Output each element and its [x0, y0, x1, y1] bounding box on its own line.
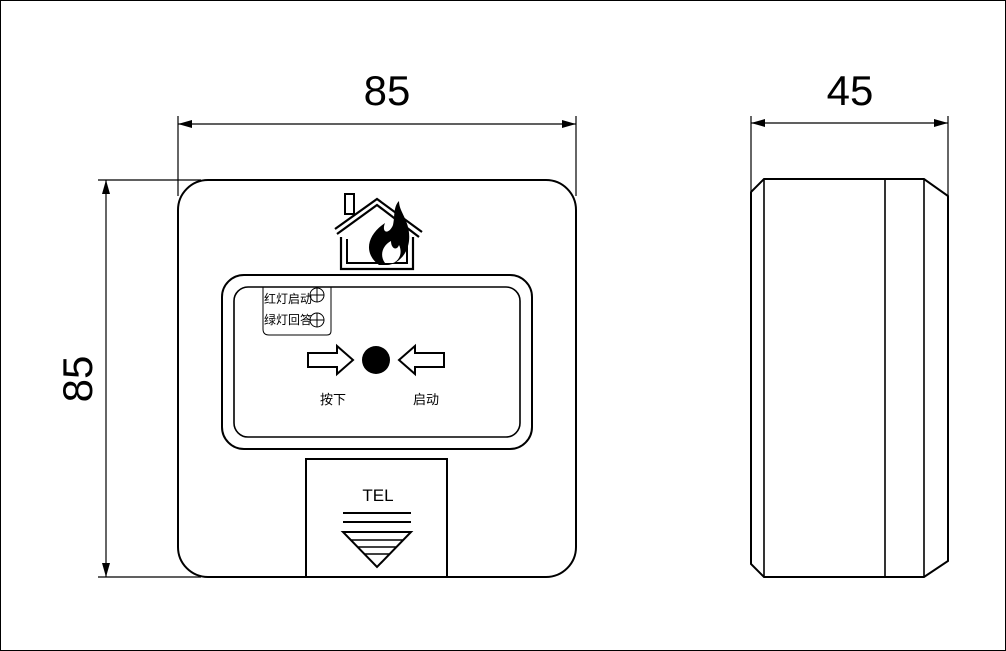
start-label: 启动 — [413, 393, 439, 408]
dim-front-width-label: 85 — [364, 67, 411, 114]
side-view — [750, 178, 949, 578]
front-view: 红灯启动 绿灯回答 按下 启动 TEL — [177, 179, 577, 578]
arrow-right-icon — [307, 343, 355, 377]
label-green-light: 绿灯回答 — [264, 312, 312, 327]
arrow-left-icon — [397, 343, 445, 377]
dimension-front-width: 85 — [177, 67, 577, 196]
press-label: 按下 — [320, 393, 346, 408]
house-fire-icon — [334, 193, 423, 271]
dim-side-depth-label: 45 — [827, 67, 874, 114]
tel-arrow-down-icon — [340, 531, 414, 569]
indicator-label-plate: 红灯启动 绿灯回答 — [262, 286, 332, 336]
label-red-light: 红灯启动 — [264, 291, 312, 306]
dimension-front-height: 85 — [54, 179, 201, 578]
dim-front-height-label: 85 — [54, 356, 101, 403]
tel-jack-cover: TEL — [305, 458, 448, 578]
press-button-icon — [362, 346, 390, 374]
tel-label: TEL — [362, 486, 393, 505]
dimension-side-depth: 45 — [750, 67, 949, 196]
